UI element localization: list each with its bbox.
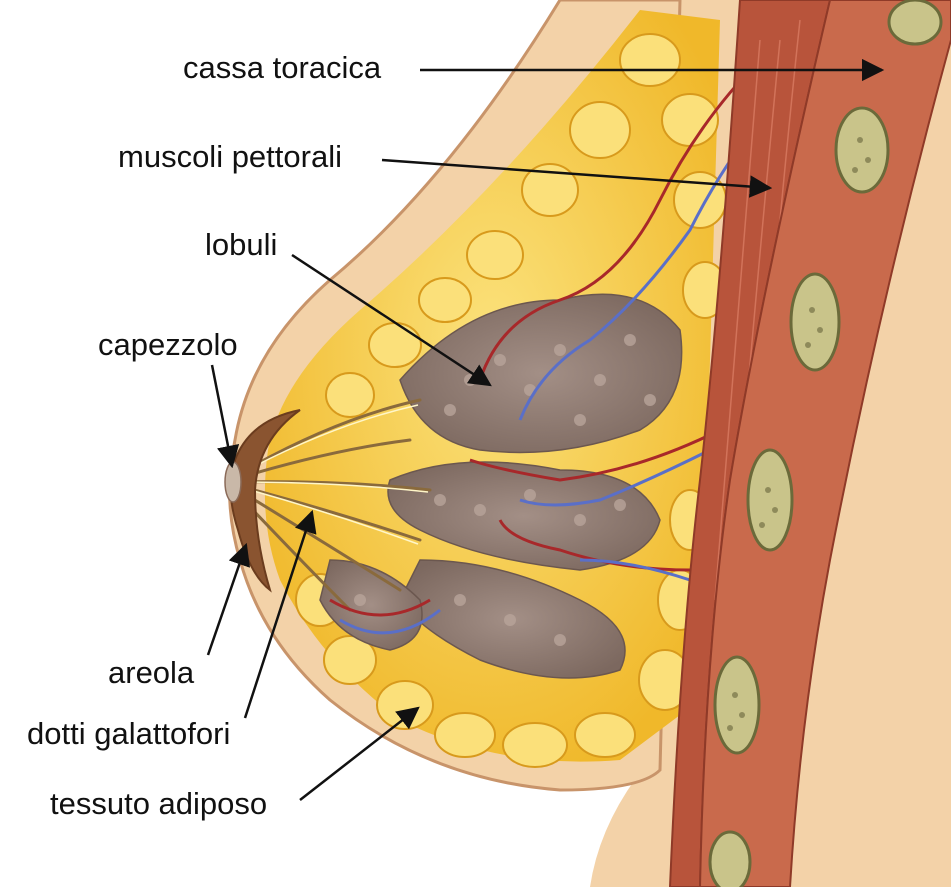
annotation-arrows (206, 58, 885, 801)
label-dotti-galattofori: dotti galattofori (27, 716, 231, 751)
ribs (708, 0, 943, 887)
arrow-capezzolo (210, 364, 240, 469)
arrow-areola (206, 542, 251, 656)
label-lobuli: lobuli (205, 227, 278, 262)
ribcage-band (698, 0, 951, 887)
label-capezzolo: capezzolo (98, 327, 238, 362)
veins (339, 119, 762, 635)
arrow-dotti-galattofori (243, 509, 317, 719)
label-muscoli-pettorali: muscoli pettorali (118, 139, 342, 174)
label-cassa-toracica: cassa toracica (183, 50, 382, 85)
label-tessuto-adiposo: tessuto adiposo (50, 786, 268, 821)
label-areola: areola (108, 655, 195, 690)
lobules (319, 293, 683, 679)
arrow-muscoli-pettorali (381, 158, 773, 198)
arrow-lobuli (291, 253, 492, 387)
arrow-tessuto-adiposo (299, 706, 420, 801)
nipple-shape (224, 461, 242, 503)
fat-cells (295, 33, 728, 768)
rib-texture (727, 137, 871, 731)
